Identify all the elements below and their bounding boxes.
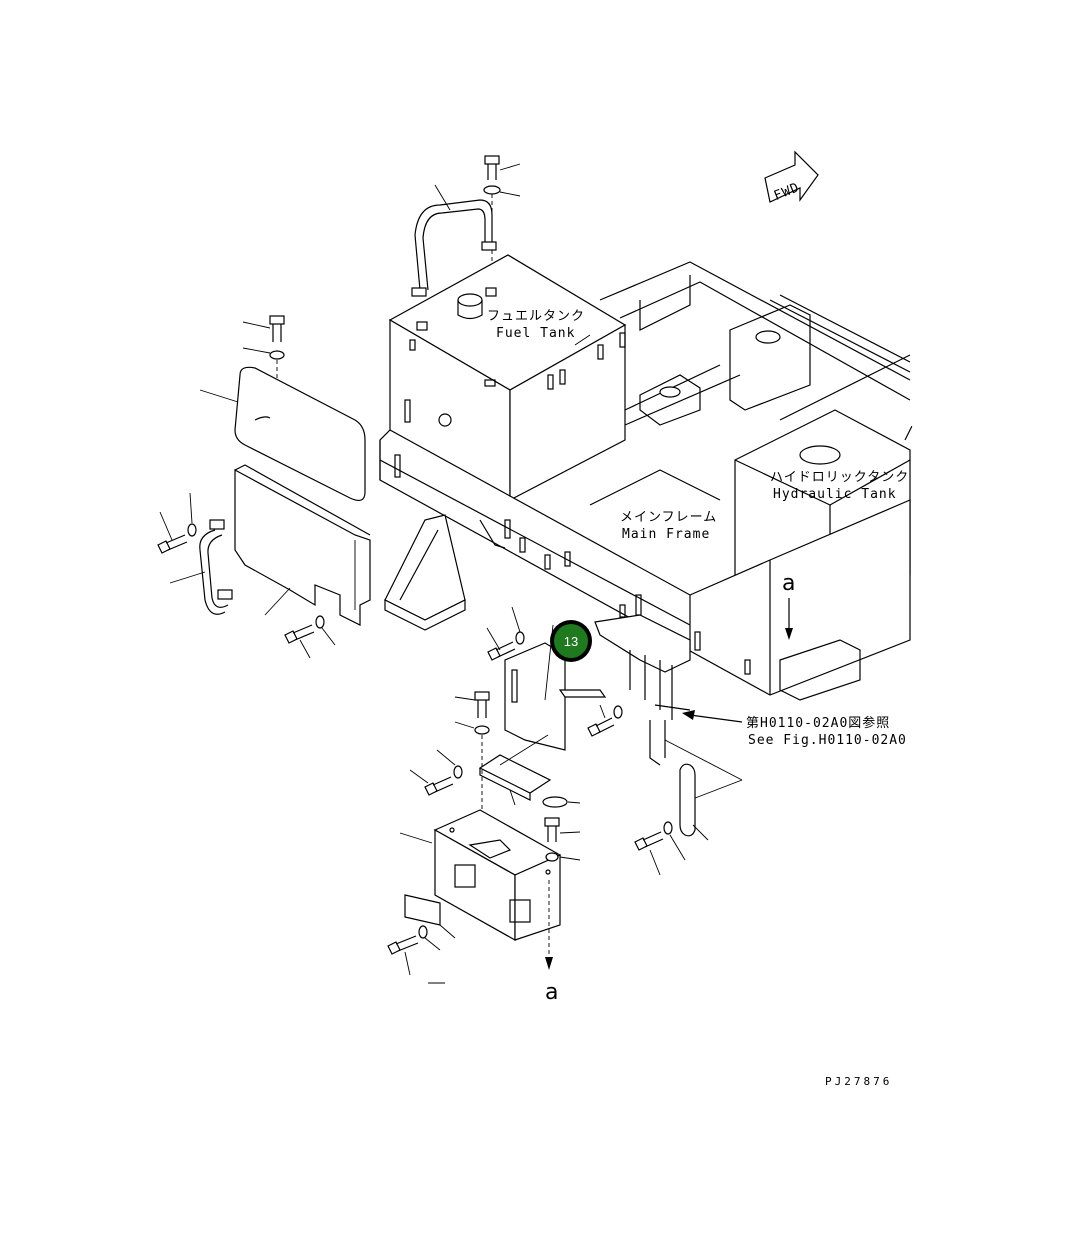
main-frame: ハイドロリックタンク Hydraulic Tank メインフレーム Main F… [379, 261, 913, 701]
fwd-label: FWD [772, 180, 802, 204]
see-fig-label-jp: 第H0110-02A0図参照 [746, 715, 890, 731]
step-bracket: 第H0110-02A0図参照 See Fig.H0110-02A0 [587, 614, 907, 801]
center-plate-assembly: 13 [409, 606, 607, 825]
lower-box-cover: a [387, 796, 581, 1005]
callout-number: 13 [564, 634, 578, 649]
fuel-tank-label-jp: フュエルタンク [487, 309, 585, 324]
frame-bracket [384, 514, 506, 631]
section-a-bottom-label: a [545, 980, 558, 1005]
section-a-top-label: a [782, 571, 795, 596]
hydraulic-tank-label-jp: ハイドロリックタンク [770, 470, 909, 485]
right-guard [634, 763, 709, 876]
main-frame-label-en: Main Frame [622, 527, 710, 542]
hydraulic-tank-label-en: Hydraulic Tank [773, 487, 897, 502]
see-fig-label-en: See Fig.H0110-02A0 [748, 733, 907, 748]
fuel-tank: フュエルタンク Fuel Tank [388, 254, 627, 501]
left-side-cover [157, 315, 371, 659]
drawing-code: PJ27876 [825, 1075, 892, 1088]
main-frame-label-jp: メインフレーム [620, 510, 717, 525]
forward-arrow-icon: FWD [764, 150, 819, 204]
callout-13-badge[interactable]: 13 [550, 620, 592, 662]
handrail [411, 184, 497, 297]
fuel-tank-label-en: Fuel Tank [496, 326, 575, 341]
